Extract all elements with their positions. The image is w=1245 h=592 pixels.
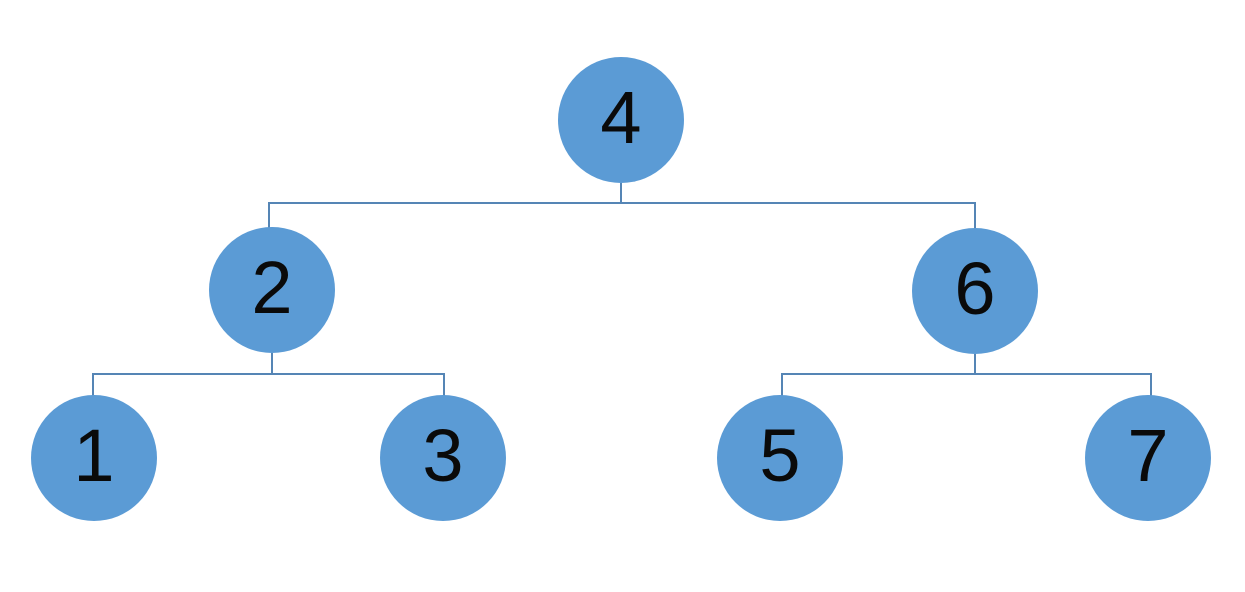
- edge-2-3-drop: [443, 373, 445, 396]
- node-label: 1: [73, 414, 115, 497]
- tree-node-2: 2: [209, 227, 335, 353]
- node-label: 6: [954, 247, 996, 330]
- edge-4-6-drop: [974, 202, 976, 229]
- edge-2-1-drop: [92, 373, 94, 396]
- edge-6-stem: [974, 354, 976, 374]
- tree-node-6: 6: [912, 228, 1038, 354]
- edge-6-5-drop: [781, 373, 783, 396]
- tree-node-1: 1: [31, 395, 157, 521]
- tree-node-3: 3: [380, 395, 506, 521]
- tree-node-4: 4: [558, 57, 684, 183]
- edge-6-crossbar: [781, 373, 1152, 375]
- node-label: 2: [251, 246, 293, 329]
- node-label: 4: [600, 76, 642, 159]
- edge-2-stem: [271, 353, 273, 374]
- node-label: 5: [759, 414, 801, 497]
- node-label: 7: [1127, 414, 1169, 497]
- tree-node-7: 7: [1085, 395, 1211, 521]
- edge-2-crossbar: [92, 373, 445, 375]
- edge-6-7-drop: [1150, 373, 1152, 396]
- edge-4-2-drop: [268, 202, 270, 228]
- tree-node-5: 5: [717, 395, 843, 521]
- edge-4-crossbar: [268, 202, 976, 204]
- node-label: 3: [422, 414, 464, 497]
- edge-4-stem: [620, 183, 622, 204]
